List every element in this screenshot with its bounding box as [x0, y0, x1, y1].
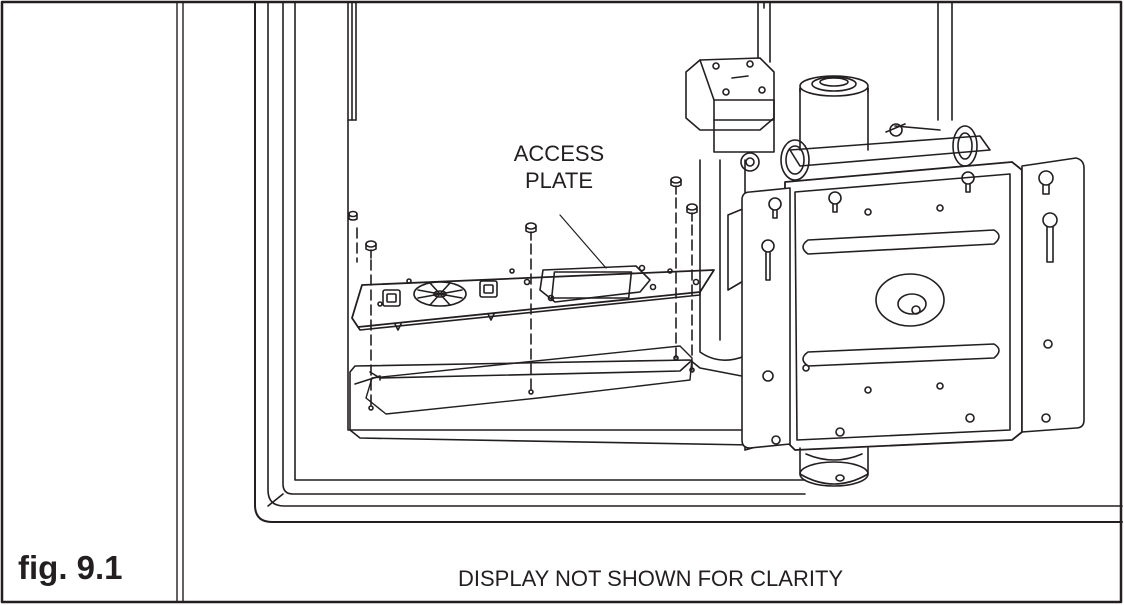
- keyhole-icon: [761, 239, 775, 281]
- mount-slot: [802, 343, 1000, 367]
- hinge-assembly: [740, 123, 991, 181]
- mount-side-rail: [1021, 157, 1085, 433]
- mount-slot: [802, 229, 1000, 255]
- keyhole-icon: [1038, 170, 1054, 195]
- access-plate-callout: ACCESS PLATE: [494, 140, 624, 194]
- enclosure-frame: [282, 1, 806, 495]
- enclosure-frame: [294, 1, 806, 481]
- screw-icon: [525, 222, 537, 241]
- keyhole-icon: [1042, 212, 1058, 263]
- keyhole-icon: [961, 171, 975, 193]
- keyhole-icon: [768, 197, 782, 219]
- port-icon: [479, 280, 498, 298]
- screw-icon: [686, 203, 698, 222]
- vesa-mount-plate: [784, 161, 1023, 451]
- keyhole-icon: [828, 191, 842, 213]
- enclosure-frame: [254, 1, 1123, 523]
- screw-icon: [348, 210, 358, 221]
- vent-grille-icon: [413, 281, 467, 307]
- callout-line-1: ACCESS: [513, 141, 605, 166]
- callout-line-2: PLATE: [524, 168, 594, 193]
- clamp-block: [685, 57, 775, 153]
- access-plate: [351, 264, 715, 331]
- swivel-knob: [799, 447, 869, 487]
- mount-post: [699, 1, 953, 361]
- figure-caption: DISPLAY NOT SHOWN FOR CLARITY: [458, 566, 844, 591]
- mount-side-rail: [741, 187, 791, 449]
- access-panel: [539, 265, 651, 303]
- figure-number: fig. 9.1: [18, 549, 123, 586]
- screw-icon: [365, 240, 377, 259]
- screw-icon: [670, 176, 682, 195]
- port-icon: [382, 289, 401, 307]
- interior-wall: [347, 1, 806, 431]
- tray-cutout: [365, 345, 693, 415]
- callout-leader: [559, 214, 607, 269]
